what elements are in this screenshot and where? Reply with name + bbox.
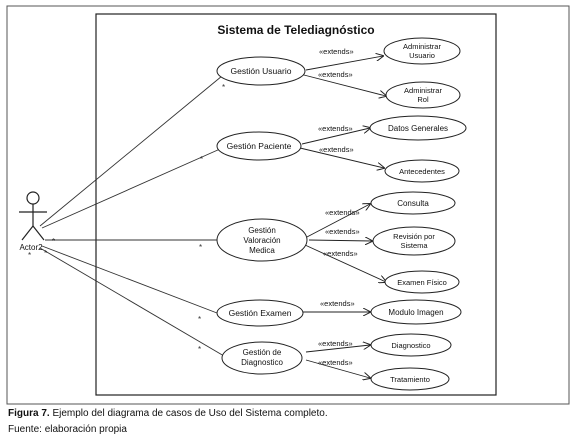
- svg-text:*: *: [199, 243, 202, 252]
- svg-text:Gestión de: Gestión de: [243, 348, 282, 357]
- associations: [39, 75, 225, 357]
- svg-text:Valoración: Valoración: [243, 236, 280, 245]
- svg-text:Gestión Usuario: Gestión Usuario: [231, 66, 292, 76]
- svg-text:«extends»: «extends»: [318, 124, 353, 133]
- actor-head: [26, 191, 40, 205]
- use-case-gestion-valoracion-medica: Gestión Valoración Medica: [216, 218, 308, 262]
- use-case-consulta: Consulta: [370, 191, 456, 215]
- svg-text:Rol: Rol: [417, 95, 429, 104]
- svg-text:Medica: Medica: [249, 246, 275, 255]
- svg-text:«extends»: «extends»: [320, 299, 355, 308]
- use-case-administrar-rol: Administrar Rol: [385, 81, 461, 109]
- svg-text:«extends»: «extends»: [325, 227, 360, 236]
- svg-text:Sistema: Sistema: [400, 241, 428, 250]
- svg-text:Gestión Paciente: Gestión Paciente: [227, 141, 292, 151]
- svg-text:*: *: [44, 249, 47, 258]
- figure-caption: Figura 7. Ejemplo del diagrama de casos …: [8, 406, 568, 438]
- use-case-datos-generales: Datos Generales: [369, 115, 467, 141]
- svg-text:Modulo Imagen: Modulo Imagen: [388, 308, 443, 317]
- actor-label: Actor2: [19, 243, 43, 252]
- svg-text:*: *: [200, 155, 203, 164]
- svg-text:*: *: [52, 237, 55, 246]
- caption-source: Fuente: elaboración propia: [8, 424, 127, 435]
- multiplicity-marks: * * * * * * * *: [28, 83, 225, 354]
- use-case-gestion-examen: Gestión Examen: [216, 299, 304, 327]
- use-case-administrar-usuario: Administrar Usuario: [383, 37, 461, 65]
- use-case-gestion-paciente: Gestión Paciente: [216, 131, 302, 161]
- svg-text:*: *: [222, 83, 225, 92]
- use-case-antecedentes: Antecedentes: [384, 159, 460, 183]
- extends-arrows: [299, 56, 386, 378]
- svg-text:Gestión: Gestión: [248, 226, 276, 235]
- svg-text:Revisión por: Revisión por: [393, 232, 435, 241]
- actor-figure: [19, 191, 47, 241]
- svg-text:*: *: [198, 345, 201, 354]
- use-case-modulo-imagen: Modulo Imagen: [370, 299, 462, 325]
- use-case-examen-fisico: Examen Físico: [384, 270, 460, 294]
- svg-text:Tratamiento: Tratamiento: [390, 375, 430, 384]
- svg-text:Diagnostico: Diagnostico: [391, 341, 430, 350]
- caption-text: Ejemplo del diagrama de casos de Uso del…: [49, 408, 328, 419]
- svg-text:*: *: [28, 251, 31, 260]
- figure-frame: [6, 5, 570, 405]
- svg-text:Antecedentes: Antecedentes: [399, 167, 445, 176]
- use-case-diagnostico: Diagnostico: [370, 333, 452, 357]
- svg-text:Examen Físico: Examen Físico: [397, 278, 447, 287]
- svg-text:«extends»: «extends»: [319, 47, 354, 56]
- caption-label: Figura 7.: [8, 408, 50, 419]
- use-case-gestion-diagnostico: Gestión de Diagnostico: [221, 341, 303, 375]
- use-case-tratamiento: Tratamiento: [370, 367, 450, 391]
- svg-text:Usuario: Usuario: [409, 51, 435, 60]
- svg-text:*: *: [198, 315, 201, 324]
- svg-text:«extends»: «extends»: [318, 358, 353, 367]
- svg-text:«extends»: «extends»: [318, 70, 353, 79]
- system-title: Sistema de Telediagnóstico: [217, 23, 374, 37]
- use-case-gestion-usuario: Gestión Usuario: [216, 56, 306, 86]
- svg-text:«extends»: «extends»: [318, 339, 353, 348]
- caption-line: Figura 7. Ejemplo del diagrama de casos …: [8, 406, 568, 422]
- svg-text:Consulta: Consulta: [397, 199, 429, 208]
- svg-text:Diagnostico: Diagnostico: [241, 358, 283, 367]
- svg-text:Administrar: Administrar: [403, 42, 441, 51]
- svg-text:«extends»: «extends»: [319, 145, 354, 154]
- svg-text:Gestión Examen: Gestión Examen: [229, 308, 292, 318]
- use-case-revision-por-sistema: Revisión por Sistema: [372, 226, 456, 256]
- svg-text:Datos Generales: Datos Generales: [388, 124, 448, 133]
- svg-text:«extends»: «extends»: [325, 208, 360, 217]
- extends-labels: «extends» «extends» «extends» «extends» …: [318, 47, 360, 367]
- svg-text:Administrar: Administrar: [404, 86, 442, 95]
- svg-text:«extends»: «extends»: [323, 249, 358, 258]
